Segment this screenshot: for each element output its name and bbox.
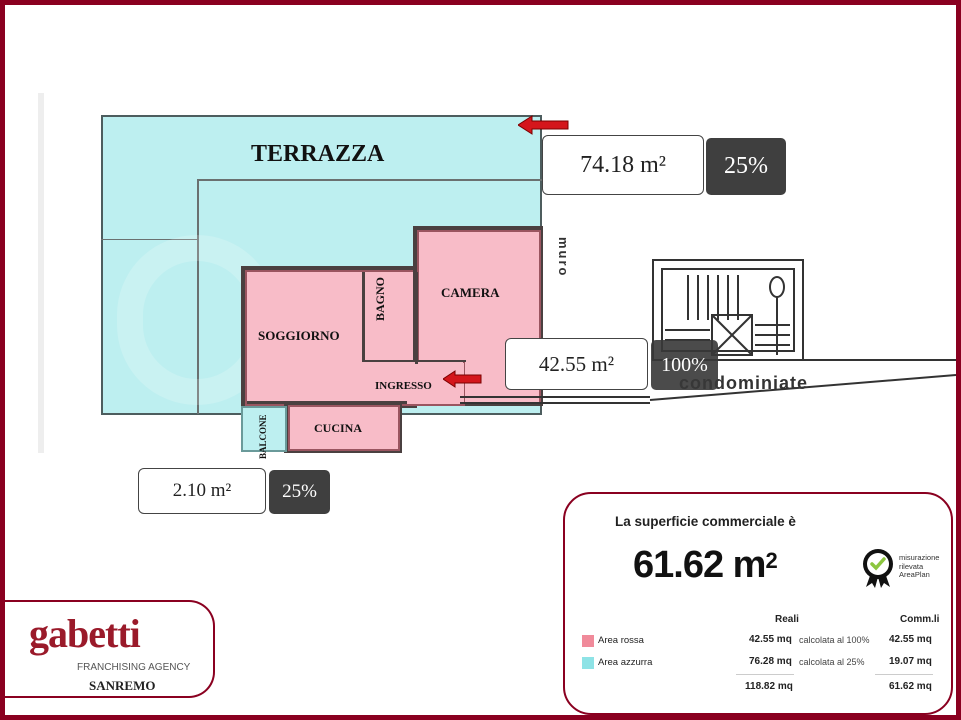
verified-ribbon-icon [863,549,893,588]
floorplan-canvas: TERRAZZA SOGGIORNO BAGNO CAMERA INGRESSO… [5,5,956,715]
scan-mark [38,93,44,453]
logo-city: SANREMO [89,678,156,693]
row-calc: calcolata al 25% [799,657,865,667]
room-label-ingresso: INGRESSO [375,380,432,392]
terrace-line [101,239,199,240]
badge-line: misurazione [899,553,940,562]
badge-line: rilevata [899,561,924,571]
row-reali: 42.55 mq [749,634,792,645]
summary-total: 61.62 m2 [633,544,778,587]
balcone-pct-badge: 25% [269,470,330,514]
row-label: Area azzurra [598,657,653,668]
wall [415,272,418,364]
row-label: Area rossa [598,635,644,646]
total-comm: 61.62 mq [889,681,932,692]
balcone-area [241,406,287,452]
divider [736,674,794,675]
wall [247,401,407,404]
terrace-line [197,179,542,181]
room-label-soggiorno: SOGGIORNO [258,328,340,343]
row-comm: 19.07 mq [889,656,932,667]
row-calc: calcolata al 100% [799,635,870,645]
arrow-left-icon [443,370,482,388]
terrace-area-value: 74.18 m² [542,135,704,195]
arrow-left-icon [518,115,569,135]
divider [875,674,933,675]
wall [362,272,365,362]
logo-brand: gabetti [29,611,141,656]
apartment-pct-badge: 100% [651,340,718,390]
room-label-cucina: CUCINA [314,421,362,435]
col-header-reali: Reali [775,614,799,625]
summary-total-unit: 2 [765,548,777,573]
apartment-area-value: 42.55 m² [505,338,648,390]
logo-tagline: FRANCHISING AGENCY [77,662,191,673]
col-header-comm: Comm.li [900,614,940,625]
summary-card: La superficie commerciale è 61.62 m2 mis… [563,492,953,715]
room-label-bagno: BAGNO [373,276,387,321]
total-reali: 118.82 mq [745,681,793,692]
terrace-label: TERRAZZA [251,141,385,167]
wall [362,360,466,362]
red-area-swatch [582,635,594,647]
summary-title: La superficie commerciale è [615,514,796,529]
badge-line: AreaPlan [899,570,930,579]
summary-total-value: 61.62 m [633,544,766,586]
balcone-area-value: 2.10 m² [138,468,266,514]
room-cucina [288,405,400,451]
gabetti-logo: gabetti FRANCHISING AGENCY SANREMO [5,600,215,698]
row-comm: 42.55 mq [889,634,932,645]
verified-badge-text: misurazione rilevata AreaPlan [899,553,940,580]
terrace-pct-badge: 25% [706,138,786,195]
room-label-camera: CAMERA [441,285,500,300]
room-label-balcone: BALCONE [258,414,268,459]
room-ingresso [362,363,464,403]
blue-area-swatch [582,657,594,669]
row-reali: 76.28 mq [749,656,792,667]
